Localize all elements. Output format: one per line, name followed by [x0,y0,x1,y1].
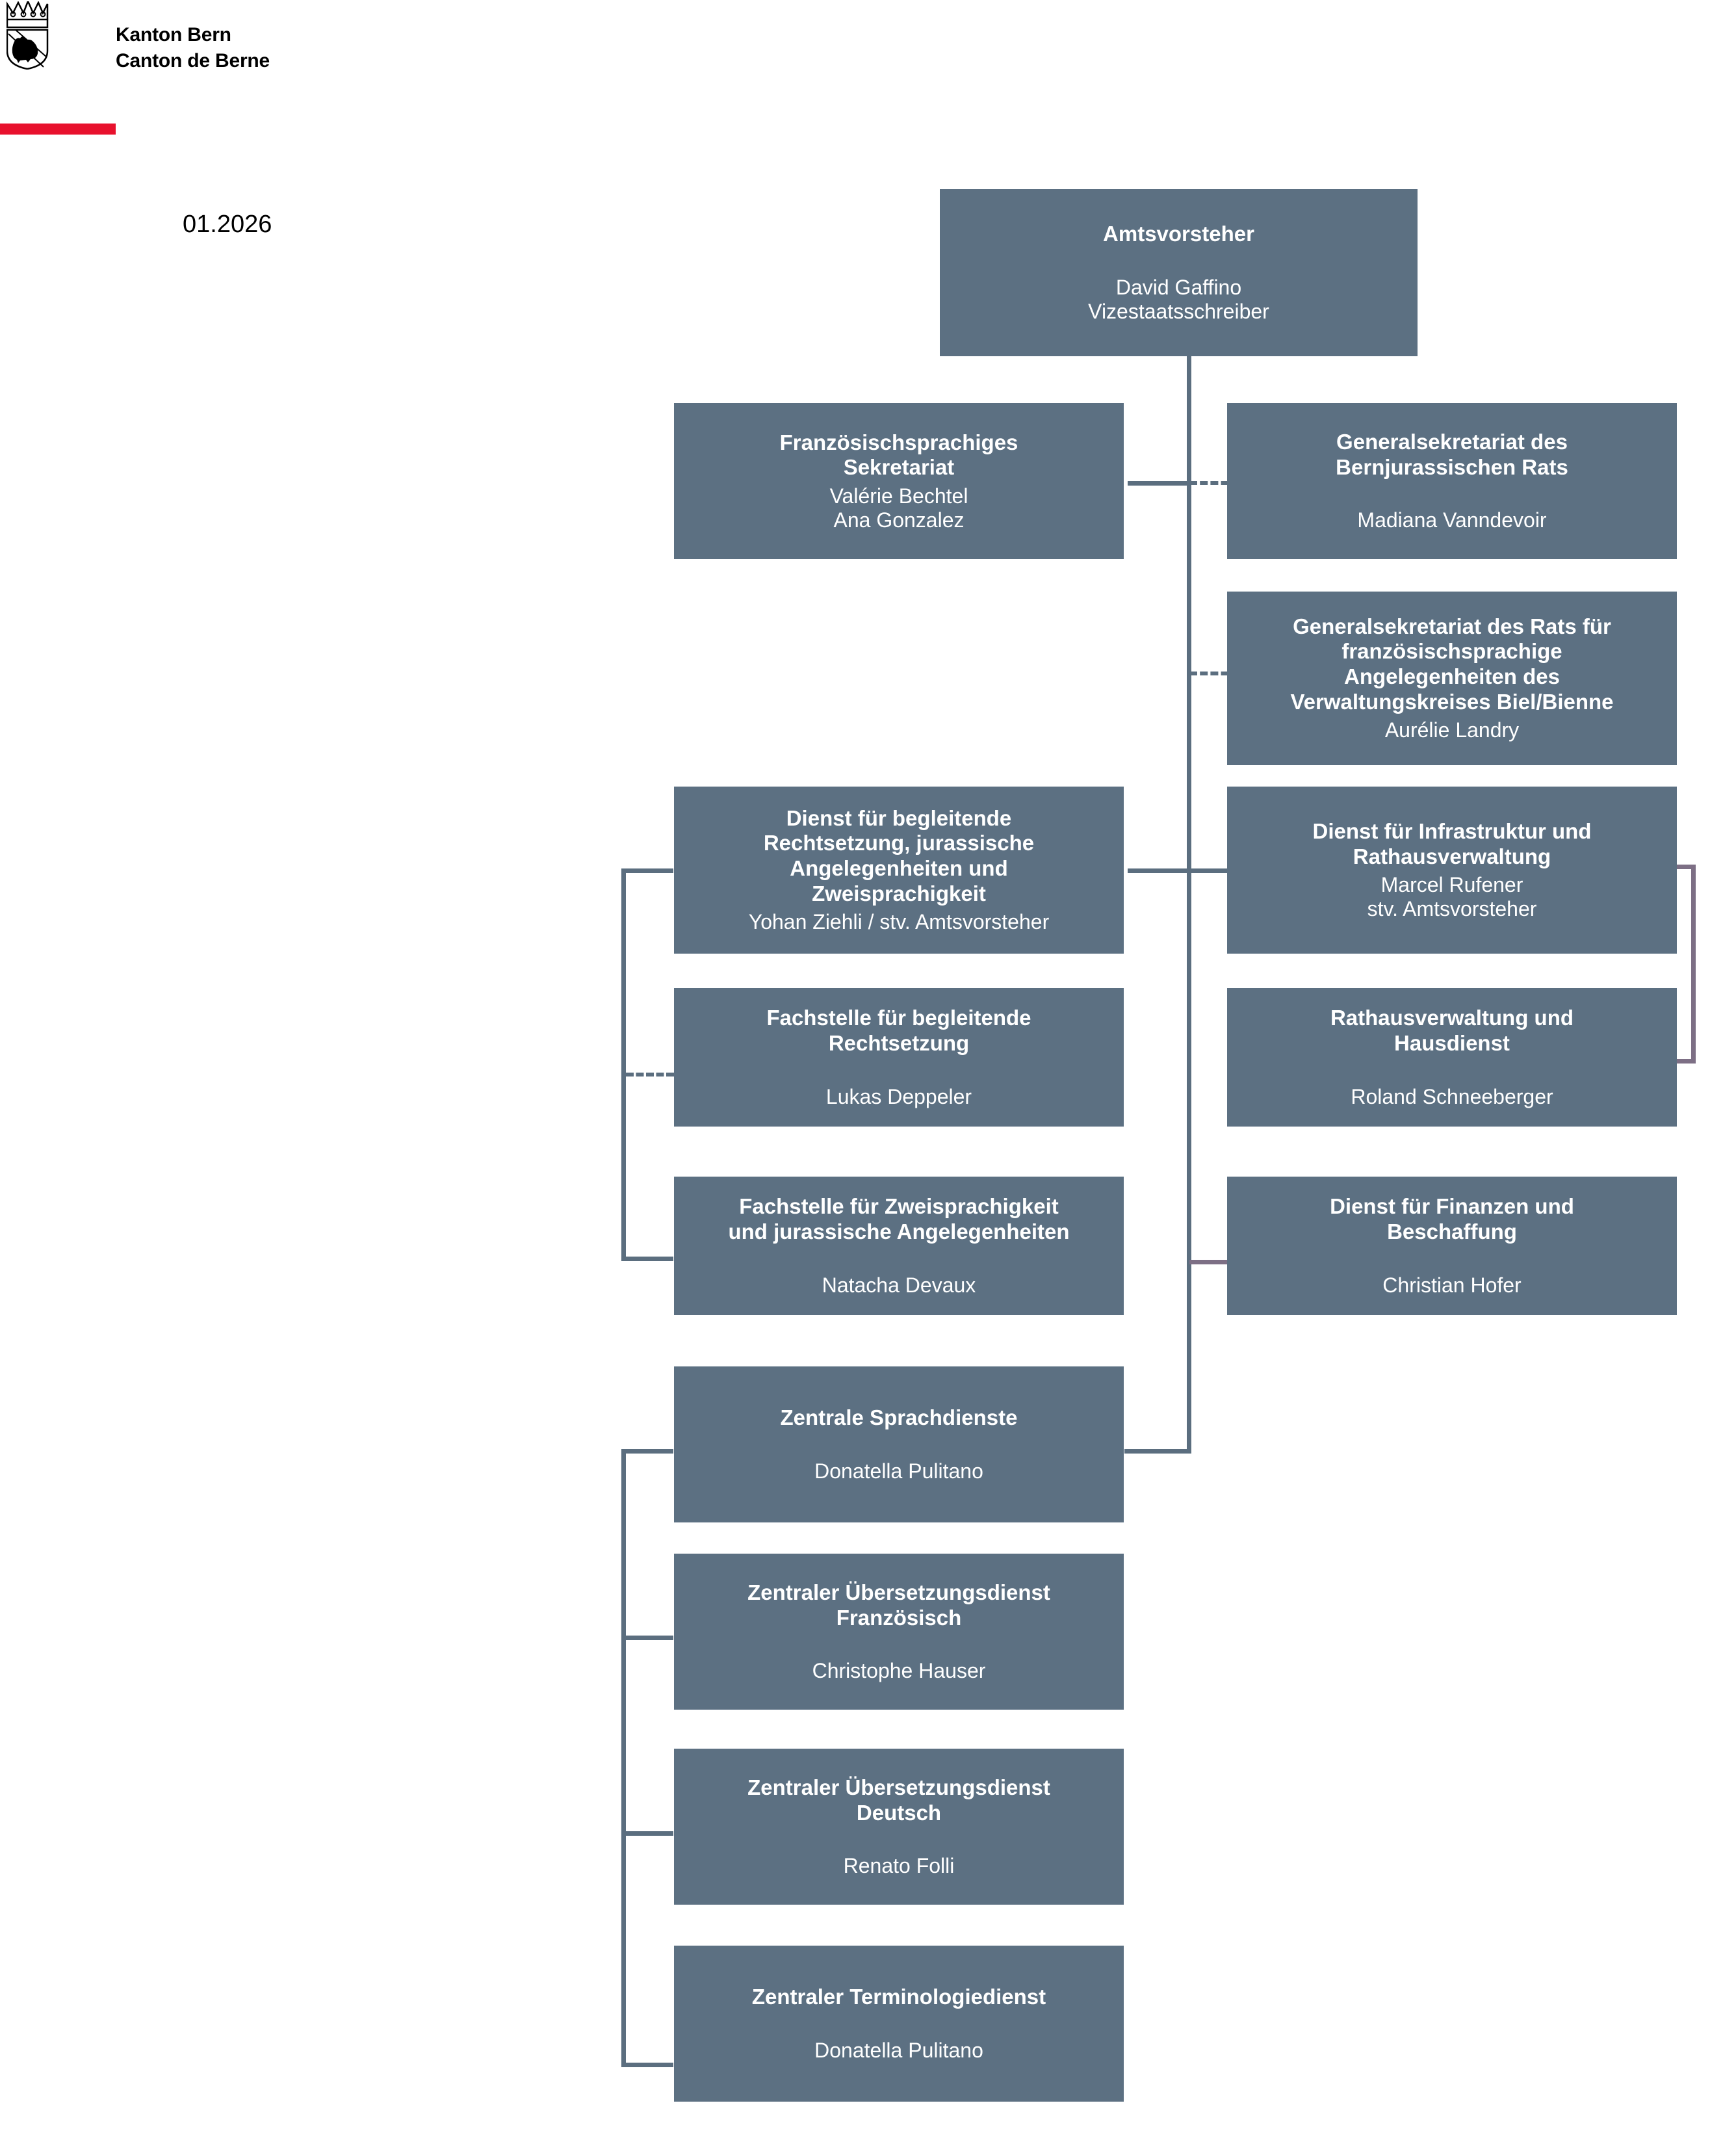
node-title: Amtsvorsteher [1103,222,1254,246]
bern-bear-coat-of-arms-icon [6,0,52,70]
connector-head-to-french-secretariat [1128,481,1189,486]
connector-head-to-bjr-dashed [1189,481,1250,485]
node-person: Madiana Vanndevoir [1357,508,1547,532]
node-person: Yohan Ziehli / stv. Amtsvorsteher [748,910,1050,934]
brand-line-fr: Canton de Berne [116,49,270,72]
connector-to-finance-service [1189,1260,1250,1264]
node-person: Christophe Hauser [812,1659,986,1683]
connector-to-translation-german [621,1831,673,1836]
connector-head-to-crfb-dashed [1189,672,1250,675]
chart-date: 01.2026 [183,211,272,238]
node-title: Dienst für begleitende Rechtsetzung, jur… [763,805,1035,906]
bracket-infrastructure-vertical [1691,865,1696,1063]
node-title: Französischsprachiges Sekretariat [779,430,1018,480]
brand-header: Kanton Bern Canton de Berne [0,0,403,140]
bracket-language-services-vertical [621,1449,626,2067]
connector-legislative-to-unit-dashed [626,1073,674,1077]
connector-head-to-infrastructure-service-bar [1189,868,1250,873]
node-person: David Gaffino Vizestaatsschreiber [1088,276,1269,323]
node-person: Aurélie Landry [1384,718,1520,742]
connector-head-to-legislative-service [1128,868,1189,873]
bracket-legislative-top-stub [621,868,673,873]
node-person: Renato Folli [843,1854,955,1878]
brand-title-group: Kanton Bern Canton de Berne [116,22,270,73]
connector-legislative-to-bilingualism [621,1257,673,1261]
node-dienst-infrastruktur-rathausverwaltung[interactable]: Dienst für Infrastruktur und Rathausverw… [1227,787,1677,954]
node-zentrale-sprachdienste[interactable]: Zentrale Sprachdienste Donatella Pulitan… [674,1366,1124,1522]
node-title: Dienst für Finanzen und Beschaffung [1330,1194,1574,1244]
node-title: Zentrale Sprachdienste [780,1405,1018,1430]
bracket-language-services-top-stub [621,1449,673,1454]
node-person: Donatella Pulitano [814,2038,983,2062]
bracket-legislative-vertical [621,868,626,1261]
node-uebersetzungsdienst-deutsch[interactable]: Zentraler Übersetzungsdienst Deutsch Ren… [674,1749,1124,1905]
node-title: Zentraler Übersetzungsdienst Deutsch [747,1775,1050,1825]
node-fachstelle-begleitende-rechtsetzung[interactable]: Fachstelle für begleitende Rechtsetzung … [674,988,1124,1127]
node-person: Valérie Bechtel Ana Gonzalez [829,484,968,532]
node-person: Lukas Deppeler [825,1084,972,1108]
node-uebersetzungsdienst-franzoesisch[interactable]: Zentraler Übersetzungsdienst Französisch… [674,1554,1124,1710]
node-dienst-begleitende-rechtsetzung[interactable]: Dienst für begleitende Rechtsetzung, jur… [674,787,1124,954]
node-person: Roland Schneeberger [1351,1084,1553,1108]
node-rathausverwaltung-hausdienst[interactable]: Rathausverwaltung und Hausdienst Roland … [1227,988,1677,1127]
node-person: Natacha Devaux [822,1273,976,1297]
node-title: Zentraler Terminologiedienst [751,1985,1046,2009]
node-person: Donatella Pulitano [814,1459,983,1483]
connector-to-translation-french [621,1636,673,1640]
connector-to-terminology-service [621,2063,673,2067]
node-person: Marcel Rufener stv. Amtsvorsteher [1367,873,1537,921]
node-generalsekretariat-crfb[interactable]: Generalsekretariat des Rats für französi… [1227,592,1677,765]
node-franzoesischsprachiges-sekretariat[interactable]: Französischsprachiges Sekretariat Valéri… [674,403,1124,559]
trunk-vertical-main [1187,356,1191,1454]
node-person: Christian Hofer [1382,1273,1522,1297]
node-title: Generalsekretariat des Bernjurassischen … [1336,429,1568,479]
node-zentraler-terminologiedienst[interactable]: Zentraler Terminologiedienst Donatella P… [674,1946,1124,2102]
connector-trunk-to-language-services [1124,1449,1191,1454]
node-fachstelle-zweisprachigkeit[interactable]: Fachstelle für Zweisprachigkeit und jura… [674,1177,1124,1315]
brand-red-bar [0,124,116,135]
node-generalsekretariat-bernjurassischer-rat[interactable]: Generalsekretariat des Bernjurassischen … [1227,403,1677,559]
node-dienst-finanzen-beschaffung[interactable]: Dienst für Finanzen und Beschaffung Chri… [1227,1177,1677,1315]
node-title: Fachstelle für Zweisprachigkeit und jura… [728,1194,1070,1244]
node-title: Rathausverwaltung und Hausdienst [1330,1006,1574,1056]
node-title: Generalsekretariat des Rats für französi… [1290,614,1614,714]
node-amtsvorsteher[interactable]: Amtsvorsteher David Gaffino Vizestaatssc… [940,189,1418,356]
node-title: Zentraler Übersetzungsdienst Französisch [747,1580,1050,1630]
brand-line-de: Kanton Bern [116,24,231,46]
node-title: Fachstelle für begleitende Rechtsetzung [766,1006,1031,1056]
node-title: Dienst für Infrastruktur und Rathausverw… [1312,819,1592,868]
